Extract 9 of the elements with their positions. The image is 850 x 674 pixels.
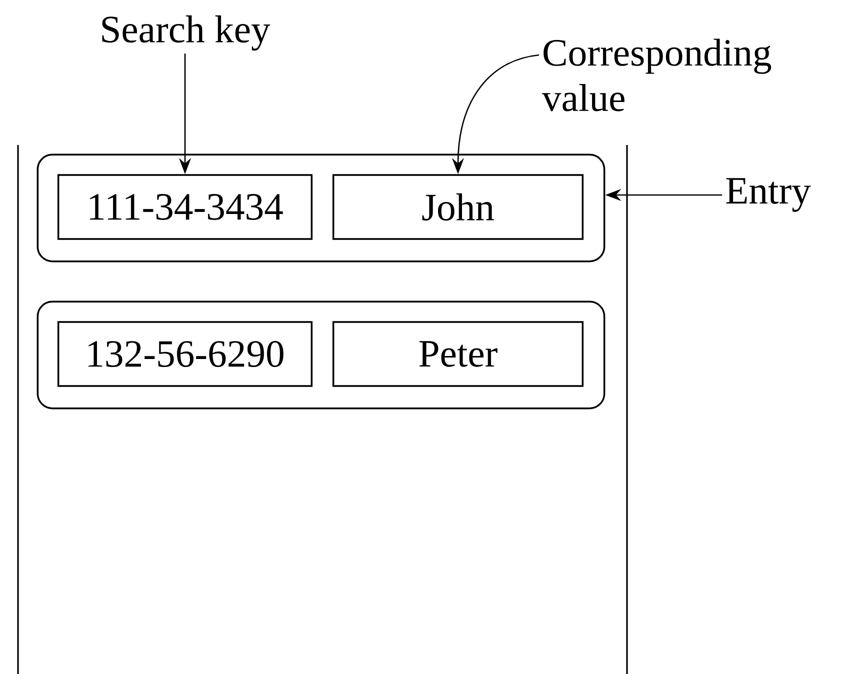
field-cell: Peter xyxy=(332,321,584,387)
entry-box xyxy=(36,154,606,262)
field-cell: 111-34-3434 xyxy=(57,174,313,240)
field-cell: John xyxy=(332,174,584,240)
field-cell: 132-56-6290 xyxy=(57,321,313,387)
caption-text: Search key xyxy=(102,15,270,51)
entry-box xyxy=(36,300,606,410)
caption-text: Entry xyxy=(726,178,811,212)
caption-text: Corresponding value xyxy=(542,38,772,112)
